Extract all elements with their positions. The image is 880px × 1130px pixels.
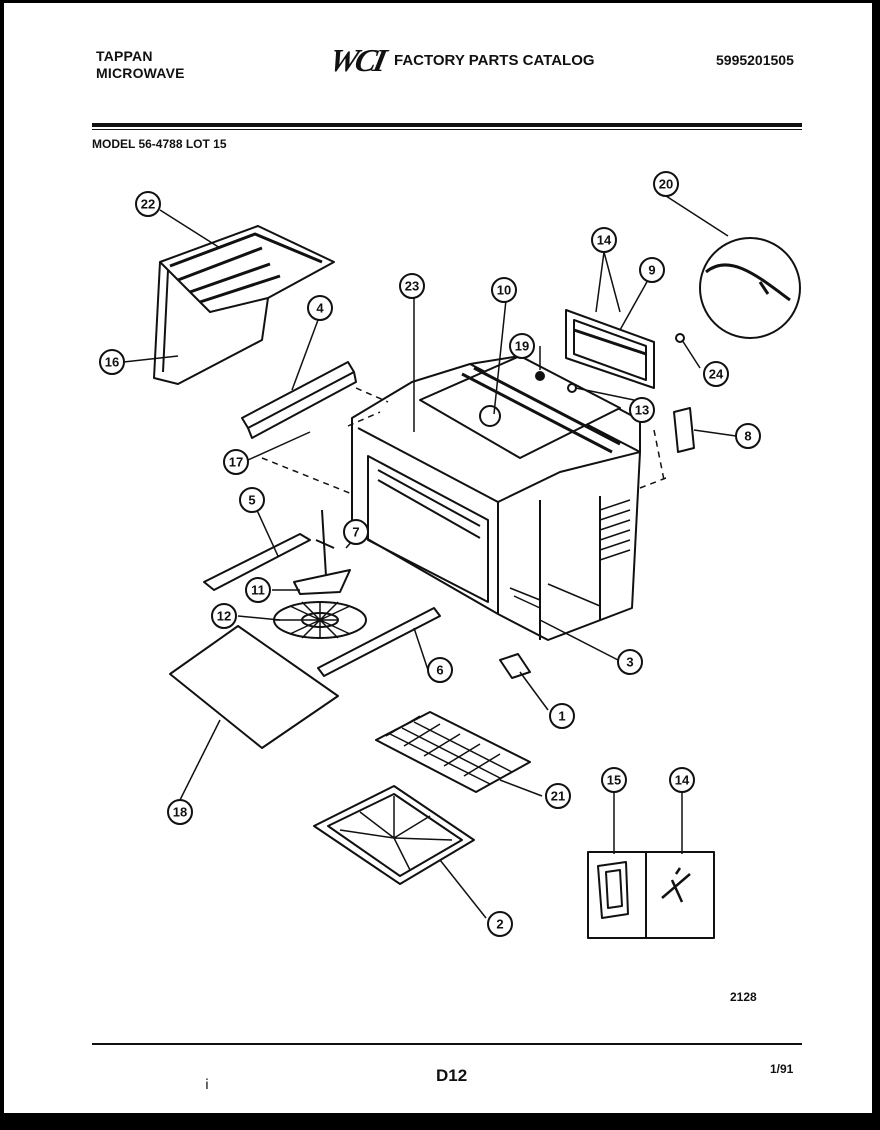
footer-rule <box>92 1043 802 1045</box>
callout-label-6: 6 <box>436 663 443 678</box>
part-screw-24 <box>675 333 685 343</box>
callout-label-5: 5 <box>248 493 255 508</box>
callout-circle <box>591 227 617 253</box>
callout-circle <box>669 767 695 793</box>
part-grill-rack <box>375 711 531 793</box>
callout-label-14: 14 <box>675 773 690 788</box>
page-code: D12 <box>436 1066 468 1085</box>
callout-circle <box>427 657 453 683</box>
revision-date: 1/91 <box>770 1062 794 1076</box>
part-top-rail <box>241 361 357 439</box>
callout-circle <box>135 191 161 217</box>
part-stirrer-fan <box>273 601 367 639</box>
catalog-number: 5995201505 <box>716 52 794 68</box>
callout-label-13: 13 <box>635 403 649 418</box>
callout-circle <box>629 397 655 423</box>
catalog-title: FACTORY PARTS CATALOG <box>394 52 595 69</box>
callout-circle <box>167 799 193 825</box>
callout-label-23: 23 <box>405 279 419 294</box>
callout-circle <box>223 449 249 475</box>
callout-circle <box>601 767 627 793</box>
callout-circle <box>639 257 665 283</box>
part-oven-cavity <box>351 355 641 641</box>
callout-label-2: 2 <box>496 917 503 932</box>
callout-label-11: 11 <box>251 583 265 598</box>
callout-circle <box>245 577 271 603</box>
header-rule <box>92 123 802 127</box>
part-bracket <box>673 407 695 453</box>
part-outer-cabinet <box>153 225 335 385</box>
callout-circle <box>211 603 237 629</box>
part-drip-pan <box>313 785 475 885</box>
part-waveguide-cover <box>203 533 311 591</box>
callout-circle <box>343 519 369 545</box>
callout-label-20: 20 <box>659 177 673 192</box>
header-rule-thin <box>92 129 802 130</box>
callout-label-8: 8 <box>744 429 751 444</box>
callout-circle <box>487 911 513 937</box>
callout-circle <box>703 361 729 387</box>
callout-circle <box>617 649 643 675</box>
footer-mark: ⅰ <box>205 1076 209 1092</box>
part-stirrer-blade <box>293 569 351 595</box>
callout-label-16: 16 <box>105 355 119 370</box>
callout-label-3: 3 <box>626 655 633 670</box>
callout-label-7: 7 <box>352 525 359 540</box>
callout-label-22: 22 <box>141 197 155 212</box>
kit-inset-box <box>587 851 715 939</box>
callout-circle <box>549 703 575 729</box>
callout-label-18: 18 <box>173 805 187 820</box>
part-screw-19 <box>535 371 545 381</box>
part-control-panel <box>565 309 655 389</box>
callout-circle <box>735 423 761 449</box>
callout-label-1: 1 <box>558 709 565 724</box>
part-detail-circle <box>699 237 801 339</box>
brand-block: TAPPAN MICROWAVE <box>96 48 185 82</box>
part-glass-tray <box>169 625 339 749</box>
callout-circle <box>307 295 333 321</box>
callout-circle <box>491 277 517 303</box>
callout-label-15: 15 <box>607 773 621 788</box>
callout-label-21: 21 <box>551 789 565 804</box>
callout-label-9: 9 <box>648 263 655 278</box>
callout-label-12: 12 <box>217 609 231 624</box>
callout-circle <box>99 349 125 375</box>
part-switch <box>499 653 531 679</box>
callout-group: 22 16 4 17 5 7 11 12 18 23 10 19 14 9 20 24 13 8 3 6 1 21 2 15 1… <box>99 171 761 937</box>
callout-circle <box>653 171 679 197</box>
product-type: MICROWAVE <box>96 65 185 81</box>
callout-label-24: 24 <box>709 367 724 382</box>
callout-circle <box>509 333 535 359</box>
callout-label-10: 10 <box>497 283 511 298</box>
callout-label-17: 17 <box>229 455 243 470</box>
callout-label-4: 4 <box>316 301 324 316</box>
callout-label-14: 14 <box>597 233 612 248</box>
callout-circle <box>399 273 425 299</box>
part-bottom-rail <box>317 607 441 677</box>
callout-circle <box>545 783 571 809</box>
leader-lines <box>123 195 737 919</box>
callout-circle <box>239 487 265 513</box>
brand-name: TAPPAN <box>96 48 153 64</box>
illustration-number: 2128 <box>730 990 757 1004</box>
model-line: MODEL 56-4788 LOT 15 <box>92 137 227 151</box>
part-stirrer-shaft <box>315 509 335 577</box>
callout-label-19: 19 <box>515 339 529 354</box>
